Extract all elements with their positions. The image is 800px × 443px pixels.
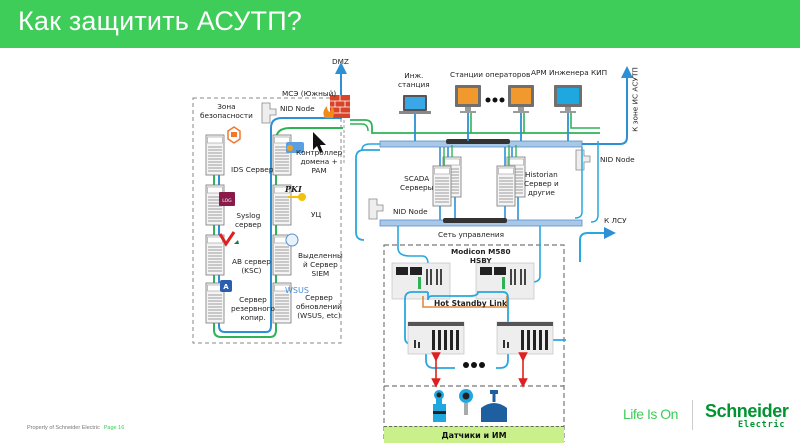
kaspersky-icon [218,231,239,247]
firewall-label: МСЭ (Южный) [282,89,337,98]
security-zone-label: Зона безопасности [200,102,253,121]
hot-standby-link-line [422,296,508,308]
nid-node-mid-label: NID Node [393,207,428,216]
pki-key-icon: PKI [284,184,306,201]
backup-server-label: Сервер резервного копир. [231,295,275,323]
ids-shield-icon [227,126,241,144]
more-io-ellipsis-icon [463,362,485,368]
siem-globe-icon [285,233,299,247]
schneider-logo: Schneider [705,401,789,421]
kip-engineer-monitor-icon [554,85,582,113]
sensors-bar: Датчики и ИМ [384,426,564,443]
to-ics-zone-label: К зоне ИС АСУТП [630,67,640,132]
eng-station-laptop-icon [399,95,431,114]
nid-node-right-icon [575,149,591,171]
slide-title: Как защитить АСУТП? [18,6,303,36]
plc-label: Modicon M580 HSBY [451,247,511,266]
windows-folder-icon [286,142,304,153]
operator-station-1-icon [455,85,481,113]
domain-controller-label: Контроллер домена + PAM [296,148,343,176]
flowmeter-icon [433,390,446,422]
control-switch-icon [443,218,507,223]
nid-node-right-label: NID Node [600,155,635,164]
syslog-server-label: Syslog сервер [235,211,262,230]
security-zone-green-link [213,127,343,338]
slide-header: Как защитить АСУТП? [0,0,800,48]
ca-label: УЦ [311,210,322,219]
domain-controller-server-icon [272,134,292,176]
ids-server-label: IDS Сервер [231,165,274,174]
io-module-2-icon [496,321,554,355]
kip-engineer-label: АРМ Инженера КИП [531,68,608,77]
security-zone-blue-link [218,117,342,333]
eng-station-label: Инж. станция [398,71,430,90]
top-switch-icon [446,139,510,144]
ids-server-icon [205,134,225,176]
svg-text:A: A [223,283,229,291]
plc-standby-icon [475,262,535,300]
to-ics-zone-label-wrap: К зоне ИС АСУТП [630,50,640,150]
operator-stations-label: Станции операторов [450,70,531,79]
to-ics-zone-arrow [582,66,633,145]
av-server-icon [205,234,225,276]
dmz-label: DMZ [332,57,349,66]
page-number: Page 16 [103,425,125,431]
to-lsu-arrow [579,227,616,262]
scada-servers-label: SCADA Серверы [400,174,434,193]
control-network-label: Сеть управления [438,230,505,239]
plc-zone-boundary [383,244,565,442]
scada-server-2-icon [432,165,452,207]
historian-label: Historian Сервер и другие [524,170,559,198]
backup-app-icon: A [220,280,232,292]
to-lsu-label: К ЛСУ [604,216,627,225]
wsus-logo-icon: WSUS [285,286,309,295]
schneider-logo-sub: Electric [738,420,786,430]
firewall-icon [323,95,350,118]
mouse-cursor-icon [313,132,326,153]
log-file-icon: LOG [219,192,235,206]
security-zone-boundary [192,97,342,344]
plc-primary-icon [391,262,451,300]
more-stations-ellipsis-icon [485,97,505,103]
io-module-1-icon [407,321,465,355]
historian-server-2-icon [496,165,516,207]
siem-server-label: Выделенны й Сервер SIEM [298,251,343,279]
life-is-on-tagline: Life Is On [623,406,678,422]
operator-station-2-icon [508,85,534,113]
av-server-label: АВ сервер (KSC) [232,257,271,276]
pressure-transmitter-icon [459,389,473,415]
valve-icon [481,390,507,422]
footer-divider [692,400,693,430]
nid-node-top-label: NID Node [280,104,315,113]
property-text: Property of Schneider Electric [27,425,100,431]
svg-text:LOG: LOG [222,198,232,204]
hot-standby-link-label: Hot Standby Link [434,299,507,308]
svg-text:PKI: PKI [284,184,302,194]
sensors-label: Датчики и ИМ [441,431,507,440]
update-server-label: Сервер обновлений (WSUS, etc) [296,293,342,321]
network-diagram: LOG A PKI WSUS [192,62,633,442]
nid-node-mid-icon [368,198,384,220]
